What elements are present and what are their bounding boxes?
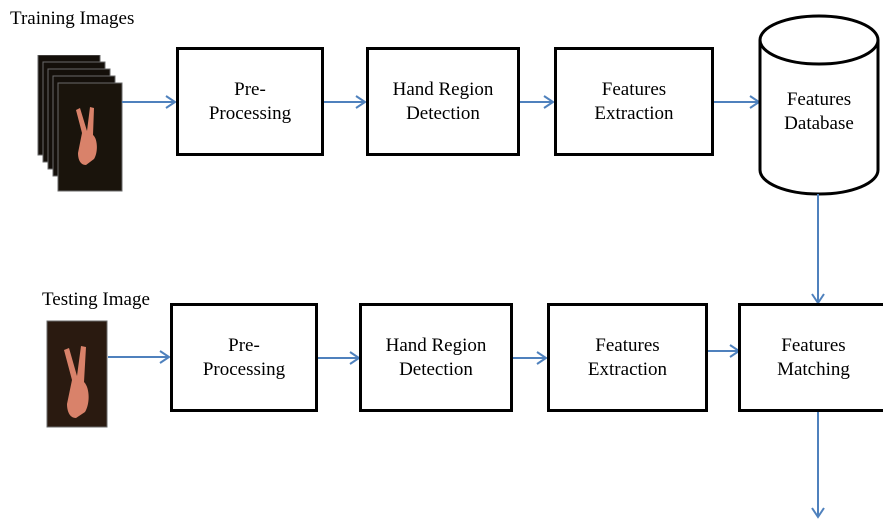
training-detection-label: Hand Region Detection [392, 78, 494, 124]
arrow-testing-image-to-preprocessing [108, 350, 171, 364]
arrow-database-to-matching [811, 194, 825, 305]
testing-detection-label: Hand Region Detection [385, 334, 487, 380]
features-matching-box: Features Matching [738, 303, 883, 412]
training-images-label: Training Images [10, 8, 135, 29]
training-extraction-label: Features Extraction [594, 78, 674, 124]
arrow-training-detection-to-extraction [520, 95, 555, 109]
testing-extraction-box: Features Extraction [547, 303, 708, 412]
arrow-testing-detection-to-extraction [513, 351, 548, 365]
arrow-training-preprocessing-to-detection [324, 95, 367, 109]
testing-preprocessing-label: Pre- Processing [202, 334, 286, 380]
testing-extraction-label: Features Extraction [587, 334, 668, 380]
training-extraction-box: Features Extraction [554, 47, 714, 156]
testing-detection-box: Hand Region Detection [359, 303, 513, 412]
testing-preprocessing-box: Pre- Processing [170, 303, 318, 412]
training-preprocessing-label: Pre- Processing [208, 78, 292, 124]
arrow-extraction-to-database [714, 95, 761, 109]
features-matching-label: Features Matching [777, 334, 850, 380]
arrow-images-to-preprocessing [122, 95, 177, 109]
training-detection-box: Hand Region Detection [366, 47, 520, 156]
testing-image-photo-icon [46, 320, 108, 428]
arrow-matching-to-output [811, 412, 825, 519]
training-images-stack-icon [37, 55, 123, 192]
features-database-cylinder [758, 14, 880, 196]
arrow-testing-preprocessing-to-detection [318, 351, 361, 365]
arrow-extraction-to-matching [708, 344, 741, 358]
features-database-label: Features Database [784, 89, 854, 134]
testing-image-label: Testing Image [42, 289, 150, 310]
training-preprocessing-box: Pre- Processing [176, 47, 324, 156]
